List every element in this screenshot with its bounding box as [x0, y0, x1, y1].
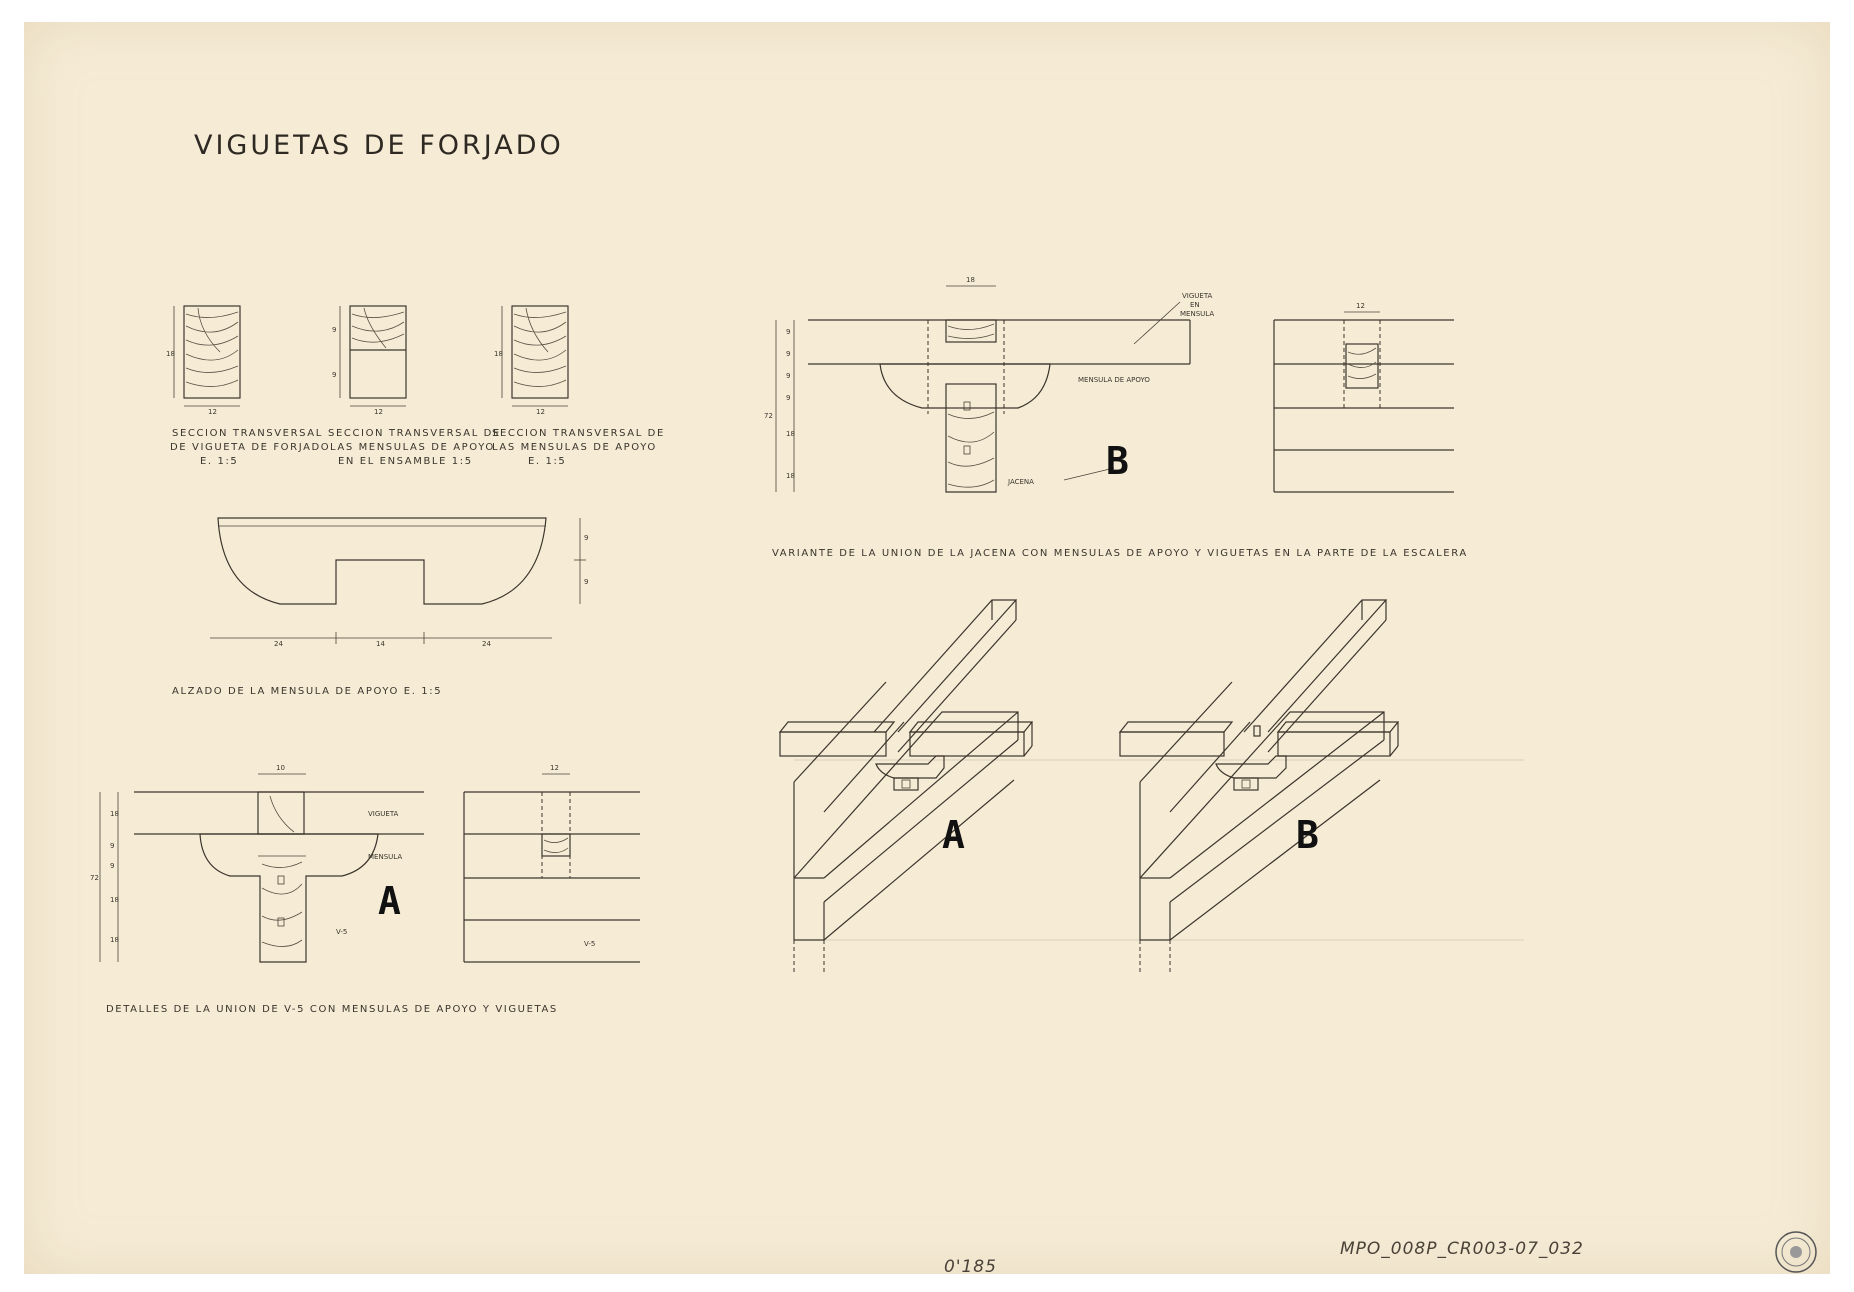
- detail-b-ldim-1: 9: [786, 328, 790, 336]
- archive-code: MPO_008P_CR003-07_032: [1340, 1239, 1584, 1259]
- detail-a-side-v5-label: V-5: [584, 940, 595, 948]
- iso-a-letter: A: [942, 813, 965, 857]
- alzado-mensula: 9 9 24 14 24 ALZADO DE LA MENSULA DE APO…: [172, 517, 588, 697]
- s1-caption-2: DE VIGUETA DE FORJADO: [170, 442, 330, 453]
- s1-caption-3: E. 1:5: [200, 456, 238, 467]
- s1-caption-1: SECCION TRANSVERSAL: [172, 428, 323, 439]
- detail-b-vigueta-2: EN: [1190, 301, 1200, 309]
- drawing-title: VIGUETAS DE FORJADO: [194, 130, 564, 161]
- s3-caption-3: E. 1:5: [528, 456, 566, 467]
- alzado-dim-3: 24: [482, 640, 491, 648]
- detail-a-mensula-label: MENSULA: [368, 853, 402, 861]
- section-vigueta: 18 12 SECCION TRANSVERSAL DE VIGUETA DE …: [166, 305, 330, 467]
- detail-a-side: 12 V-5: [463, 764, 640, 963]
- detail-b-jacena-label: JACENA: [1007, 478, 1034, 486]
- section-mensulas: 18 12 SECCION TRANSVERSAL DE LAS MENSULA…: [492, 305, 665, 467]
- isometric-b: B: [1118, 599, 1400, 972]
- detail-b-letter: B: [1106, 439, 1129, 483]
- detail-b-mensula-label: MENSULA DE APOYO: [1078, 376, 1150, 384]
- isometric-a: A: [778, 599, 1524, 972]
- detail-a-ldim-4: 18: [110, 896, 119, 904]
- s3-caption-2: LAS MENSULAS DE APOYO: [492, 442, 657, 453]
- iso-b-letter: B: [1296, 813, 1319, 857]
- detail-b-vigueta-3: MENSULA: [1180, 310, 1214, 318]
- detail-b-total-dim: 72: [764, 412, 773, 420]
- detail-b-ldim-3: 9: [786, 372, 790, 380]
- s2-caption-3: EN EL ENSAMBLE 1:5: [338, 456, 473, 467]
- detail-b-vigueta-1: VIGUETA: [1182, 292, 1213, 300]
- alzado-vdim-1: 9: [584, 534, 588, 542]
- detail-a-side-top-dim: 12: [550, 764, 559, 772]
- detail-b-elevation: 18 VIGUETA EN MENSULA MENSULA DE APOYO J…: [764, 276, 1214, 493]
- detail-a-elevation: 10 VIGUETA MENSULA V-5 72 18 9 9 18 18 A: [90, 764, 424, 963]
- alzado-caption: ALZADO DE LA MENSULA DE APOYO E. 1:5: [172, 686, 442, 697]
- dim-s2-w: 12: [374, 408, 383, 416]
- alzado-dim-1: 24: [274, 640, 283, 648]
- detail-b-ldim-2: 9: [786, 350, 790, 358]
- dim-s1-h: 18: [166, 350, 175, 358]
- s3-caption-1: SECCION TRANSVERSAL DE: [492, 428, 665, 439]
- detail-a-top-dim: 10: [276, 764, 285, 772]
- dim-s2-h2: 9: [332, 371, 336, 379]
- dim-s2-h1: 9: [332, 326, 336, 334]
- detail-b-ldim-6: 18: [786, 472, 795, 480]
- s2-caption-1: SECCION TRANSVERSAL DE: [328, 428, 501, 439]
- detail-a-caption: DETALLES DE LA UNION DE V-5 CON MENSULAS…: [106, 1004, 558, 1015]
- detail-b-side: 12: [1273, 302, 1454, 493]
- archive-stamp-icon: [1775, 1231, 1817, 1273]
- technical-drawing: VIGUETAS DE FORJADO 18 12 SECCION TRANSV…: [90, 130, 1817, 1277]
- detail-b-top-dim: 18: [966, 276, 975, 284]
- detail-a-v5-label: V-5: [336, 928, 347, 936]
- detail-a-ldim-1: 18: [110, 810, 119, 818]
- s2-caption-2: LAS MENSULAS DE APOYO: [330, 442, 495, 453]
- pencil-note: 0'185: [944, 1257, 997, 1274]
- alzado-dim-2: 14: [376, 640, 385, 648]
- detail-b-side-top-dim: 12: [1356, 302, 1365, 310]
- detail-a-ldim-5: 18: [110, 936, 119, 944]
- dim-s3-w: 12: [536, 408, 545, 416]
- section-mensulas-ensamble: 9 9 12 SECCION TRANSVERSAL DE LAS MENSUL…: [328, 305, 501, 467]
- detail-a-ldim-2: 9: [110, 842, 114, 850]
- detail-a-total-dim: 72: [90, 874, 99, 882]
- detail-a-ldim-3: 9: [110, 862, 114, 870]
- drawing-sheet: VIGUETAS DE FORJADO 18 12 SECCION TRANSV…: [24, 22, 1830, 1277]
- dim-s1-w: 12: [208, 408, 217, 416]
- detail-a-vigueta-label: VIGUETA: [368, 810, 399, 818]
- dim-s3-h: 18: [494, 350, 503, 358]
- detail-b-ldim-5: 18: [786, 430, 795, 438]
- detail-b-caption: VARIANTE DE LA UNION DE LA JACENA CON ME…: [772, 548, 1468, 559]
- detail-a-letter: A: [378, 879, 401, 923]
- detail-b-ldim-4: 9: [786, 394, 790, 402]
- alzado-vdim-2: 9: [584, 578, 588, 586]
